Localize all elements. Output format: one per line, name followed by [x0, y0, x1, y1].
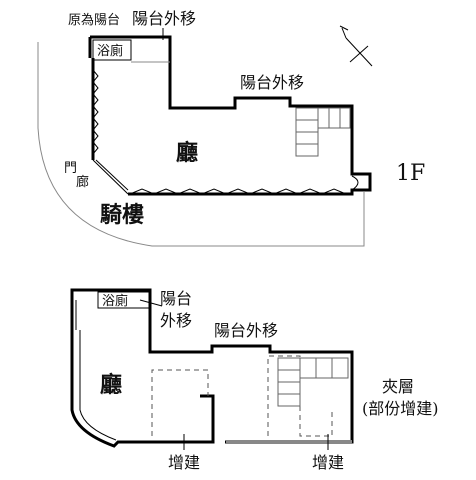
floor-2f-bath-room — [97, 291, 151, 309]
extension-zone-left — [151, 369, 209, 436]
balcony-moved-2f-line1: 陽台 — [160, 289, 192, 308]
floor-1f-walls — [90, 35, 372, 196]
mezzanine-label: 夾層 — [382, 377, 414, 396]
floor-2f-stairs — [277, 357, 349, 407]
balcony-moved-2f-center: 陽台外移 — [214, 321, 278, 340]
balcony-moved-top-label: 陽台外移 — [132, 9, 196, 28]
left-window-hatch — [92, 69, 99, 155]
north-arrow-icon — [339, 25, 373, 67]
floor-2f-curve-inner — [79, 330, 117, 441]
extension-zone-right — [267, 355, 333, 437]
door-corridor-label-2: 廊 — [76, 174, 89, 190]
extension-left-label: 增建 — [168, 453, 200, 472]
floor-1f-stairs — [295, 107, 351, 157]
floor-2f-left-wall — [70, 294, 215, 448]
bath-label: 浴廁 — [97, 43, 123, 59]
floor-1f-window-wall — [92, 159, 129, 195]
floor-2f-plan: 浴廁 廳 陽台 外移 陽台外移 增建 增建 夾層 (部份增建) — [70, 288, 439, 472]
mezzanine-note: (部份增建) — [362, 399, 439, 418]
bottom-window-hatch — [129, 188, 347, 195]
floor-1f-wall-left — [88, 37, 95, 160]
balcony-moved-2f-line2: 外移 — [160, 311, 192, 330]
door-corridor-label-1: 門 — [64, 161, 77, 176]
floor-2f-walls — [70, 288, 354, 444]
balcony-moved-right-label: 陽台外移 — [240, 73, 304, 92]
extension-right-label: 增建 — [312, 453, 344, 472]
arcade-outline — [37, 42, 365, 247]
original-balcony-label: 原為陽台 — [68, 12, 120, 28]
floor-1f-plan: 1F 廳 浴廁 原為陽台 陽台外移 陽台外移 門 廊 騎樓 — [37, 9, 425, 247]
door-swing-right — [351, 175, 359, 191]
hall-label: 廳 — [176, 140, 198, 166]
arcade-label: 騎樓 — [100, 202, 144, 228]
floor-2f-hall-label: 廳 — [100, 372, 122, 398]
floor-label: 1F — [396, 161, 425, 186]
floor-2f-bath-label: 浴廁 — [102, 293, 128, 309]
bath-2f-pointer — [139, 299, 163, 307]
